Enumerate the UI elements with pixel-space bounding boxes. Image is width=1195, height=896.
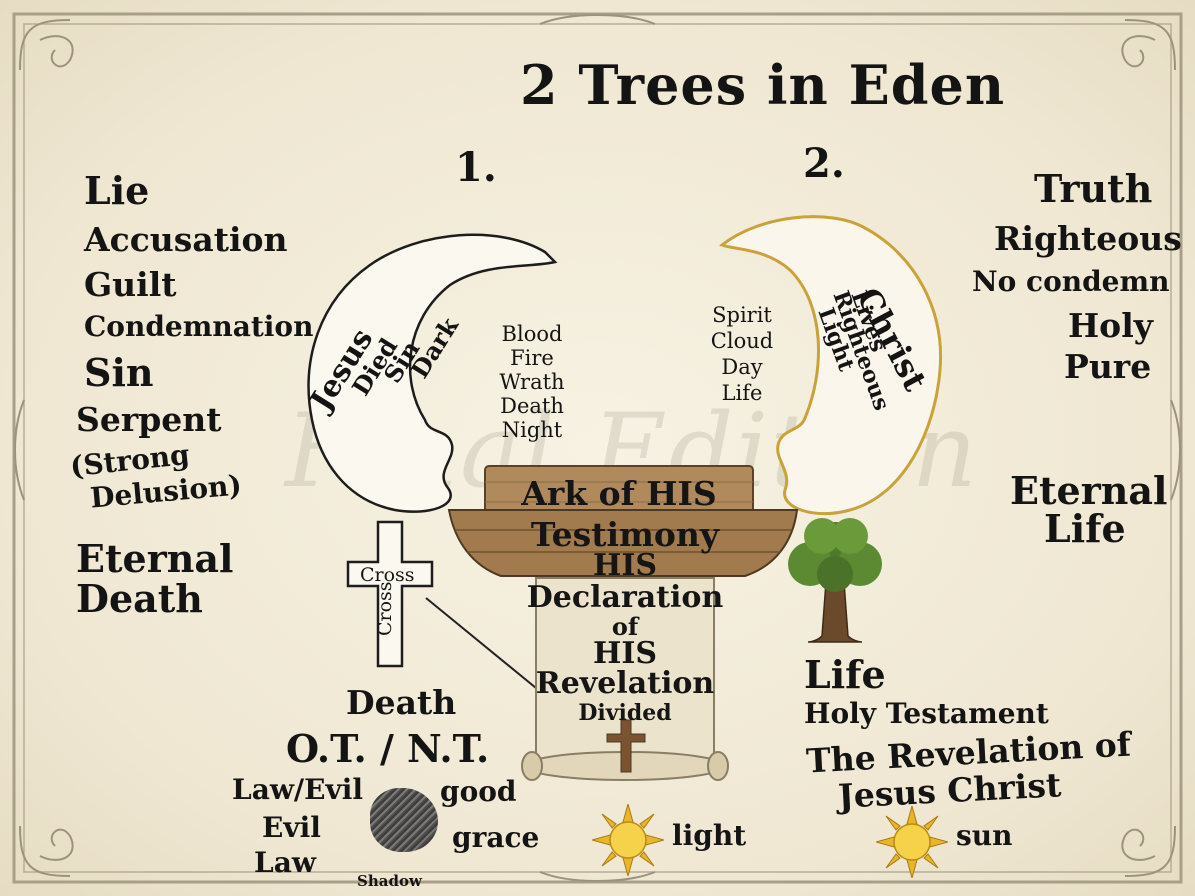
- left-word-lie: Lie: [84, 168, 150, 213]
- list-item: Spirit: [712, 303, 772, 327]
- right-word-eternal: Eternal: [1010, 468, 1168, 513]
- right-word-truth: Truth: [1034, 166, 1153, 211]
- list-item: Blood: [501, 322, 563, 346]
- right-word-righteous: Righteous: [994, 219, 1182, 258]
- scroll-word-his-1: HIS: [592, 548, 658, 583]
- left-word-death: Death: [76, 576, 203, 621]
- right-word-life: Life: [1044, 506, 1126, 551]
- right-word-holy: Holy: [1068, 306, 1153, 345]
- shadow-scribble-icon: [370, 788, 438, 852]
- tree-1-crescent-shape: [307, 233, 558, 513]
- left-word-condemnation: Condemnation: [84, 310, 314, 343]
- ark-hull-text: Testimony: [530, 515, 720, 554]
- scroll-word-his-2: HIS: [592, 636, 658, 671]
- sun-label-sun: sun: [956, 819, 1013, 852]
- ark-icon: [447, 465, 799, 577]
- tree-2-list: Spirit Cloud Day Life: [702, 302, 782, 406]
- shadow-label: Shadow: [357, 872, 422, 890]
- tree-icon: [788, 518, 882, 643]
- ark-sign-text: Ark of HIS: [521, 474, 717, 513]
- bottom-law-evil: Law/Evil: [232, 773, 364, 806]
- cross-icon: [346, 520, 434, 668]
- left-word-sin: Sin: [84, 350, 154, 395]
- tree-2-crescent-shape: [718, 215, 943, 515]
- bottom-good: good: [440, 775, 517, 808]
- cross-label-vertical: Cross: [374, 581, 396, 636]
- page-title: 2 Trees in Eden: [520, 53, 1006, 117]
- left-word-accusation: Accusation: [84, 220, 288, 259]
- bottom-right-holy-testament: Holy Testament: [804, 697, 1049, 730]
- list-item: Wrath: [499, 370, 565, 394]
- left-word-guilt: Guilt: [84, 265, 177, 304]
- tree-1-number: 1.: [455, 144, 497, 191]
- left-word-eternal: Eternal: [76, 536, 234, 581]
- tree-1-list: Blood Fire Wrath Death Night: [492, 322, 572, 442]
- list-item: Day: [721, 355, 763, 379]
- scroll-word-declaration: Declaration: [526, 580, 724, 615]
- list-item: Cloud: [710, 329, 774, 353]
- cross-label-horizontal: Cross: [360, 564, 415, 586]
- scroll-word-revelation: Revelation: [535, 666, 715, 701]
- tree-2-number: 2.: [803, 140, 845, 187]
- list-item: Night: [501, 418, 563, 442]
- list-item: Fire: [510, 346, 554, 370]
- sun-icon: [876, 806, 948, 878]
- bottom-law: Law: [254, 846, 316, 879]
- list-item: Death: [500, 394, 564, 418]
- sun-icon: [592, 804, 664, 876]
- bottom-testaments: O.T. / N.T.: [286, 726, 490, 771]
- bottom-grace: grace: [452, 821, 540, 854]
- right-word-no-condemn: No condemn: [972, 265, 1170, 298]
- bottom-right-life: Life: [804, 652, 886, 697]
- right-word-pure: Pure: [1064, 347, 1152, 386]
- sun-label-light: light: [672, 819, 747, 852]
- scroll-word-divided: Divided: [578, 700, 672, 726]
- bottom-evil: Evil: [262, 811, 321, 844]
- scroll-icon: [521, 577, 729, 781]
- list-item: Life: [721, 381, 763, 405]
- left-word-serpent: Serpent: [76, 400, 222, 439]
- connector-line: [425, 597, 537, 689]
- bottom-death: Death: [346, 683, 457, 722]
- scroll-word-of: of: [611, 612, 639, 641]
